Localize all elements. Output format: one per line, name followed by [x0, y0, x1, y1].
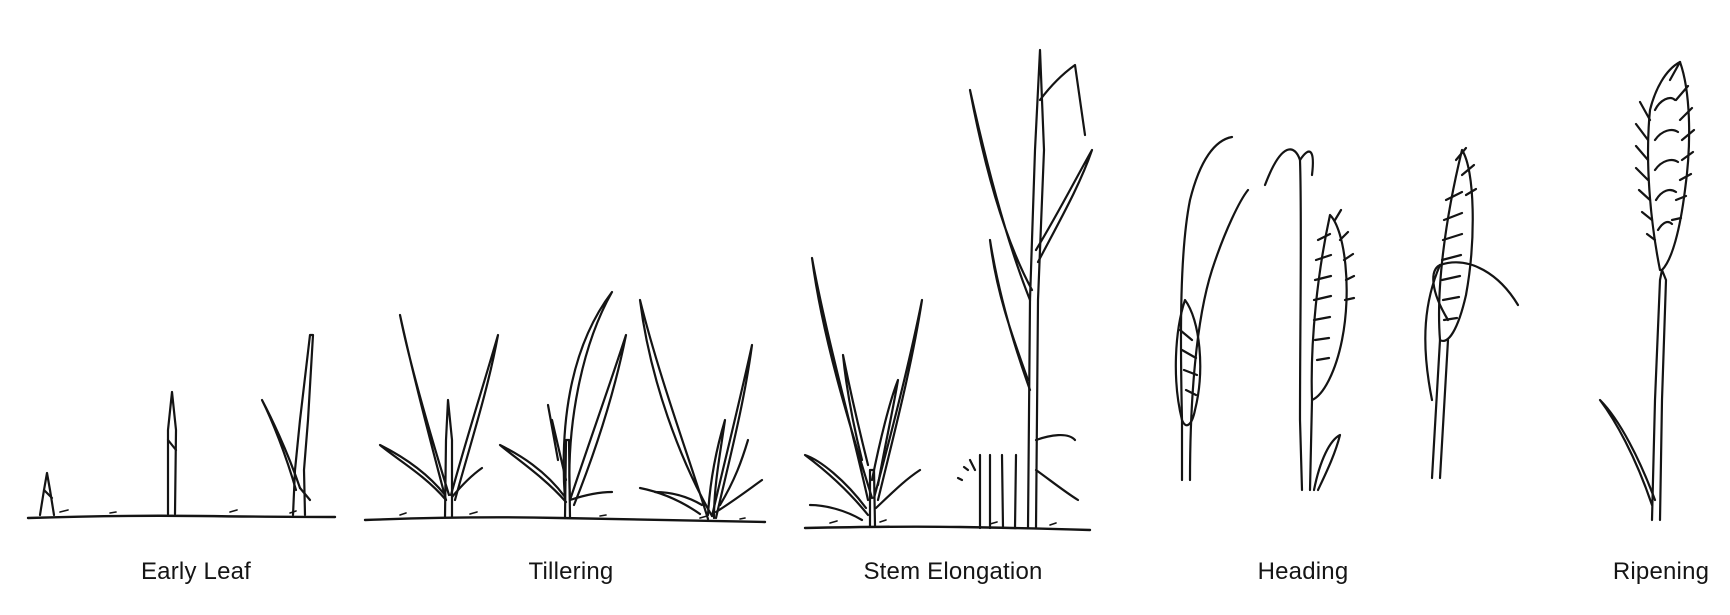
plant-heading-1 [1176, 137, 1248, 480]
plant-ripening [1600, 62, 1694, 520]
plant-heading-2 [1265, 149, 1354, 490]
plant-stem-elongation-2 [958, 50, 1092, 528]
ground-stem-elongation [805, 527, 1090, 530]
plant-heading-3 [1425, 148, 1518, 478]
plant-early-leaf-2 [168, 392, 176, 514]
stage-label-tillering: Tillering [529, 558, 614, 586]
plant-stem-elongation-1 [805, 258, 922, 526]
ground-early-leaf [28, 516, 335, 518]
plant-tillering-2 [500, 292, 626, 518]
plant-early-leaf-1 [40, 473, 54, 515]
stage-label-ripening: Ripening [1613, 558, 1709, 586]
stage-label-stem-elongation: Stem Elongation [863, 558, 1042, 586]
ground-lines [28, 510, 1090, 530]
plant-early-leaf-3 [262, 335, 313, 515]
plant-tillering-3 [640, 300, 762, 519]
stage-label-early-leaf: Early Leaf [141, 558, 251, 586]
plant-tillering-1 [380, 315, 498, 517]
stage-label-heading: Heading [1258, 558, 1349, 586]
